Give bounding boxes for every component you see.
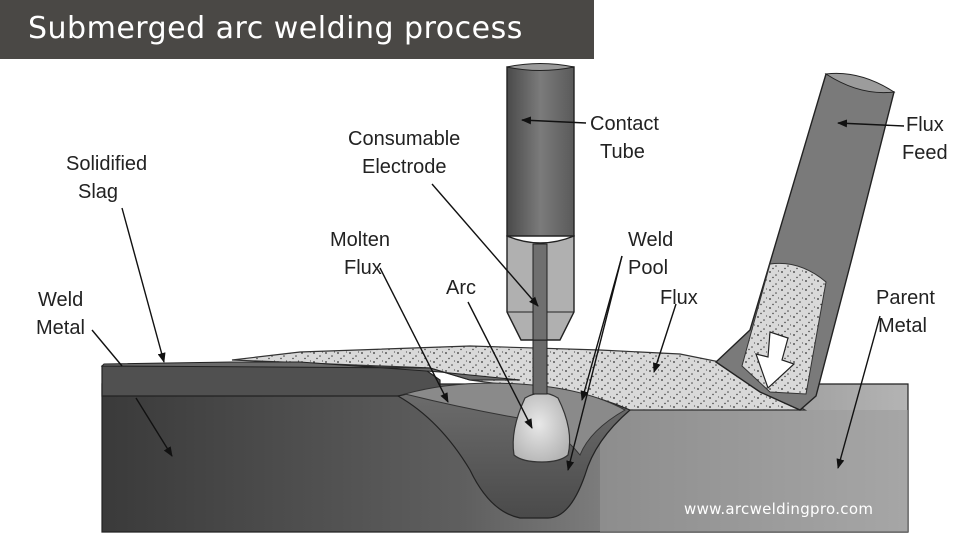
- solidified-slag: [100, 361, 521, 381]
- watermark: www.arcweldingpro.com: [684, 500, 873, 518]
- page-title: Submerged arc welding process: [0, 0, 594, 59]
- arrow-weld-pool: [566, 255, 623, 471]
- arrow-arc: [467, 301, 533, 429]
- contact-tube: [506, 66, 575, 237]
- arrow-weld-metal-2: [135, 397, 173, 457]
- arrow-solidified-slag: [121, 207, 166, 363]
- arrow-parent-metal: [836, 315, 881, 469]
- arrow-consumable-electrode: [431, 183, 539, 307]
- arrow-weld-metal: [91, 329, 123, 367]
- parent-metal-top: [600, 410, 908, 532]
- arrow-contact-tube: [521, 116, 587, 125]
- arrow-flux: [652, 303, 677, 373]
- arrow-molten-flux: [379, 267, 449, 403]
- arrow-weld-pool-2: [580, 255, 623, 401]
- arc-shape: [512, 392, 571, 463]
- weld-metal-strip: [101, 365, 441, 397]
- label-flux: Flux: [660, 287, 698, 309]
- label-arc: Arc: [446, 277, 476, 299]
- arrow-flux-feed: [837, 119, 905, 128]
- flux-flow-arrow: [755, 331, 796, 390]
